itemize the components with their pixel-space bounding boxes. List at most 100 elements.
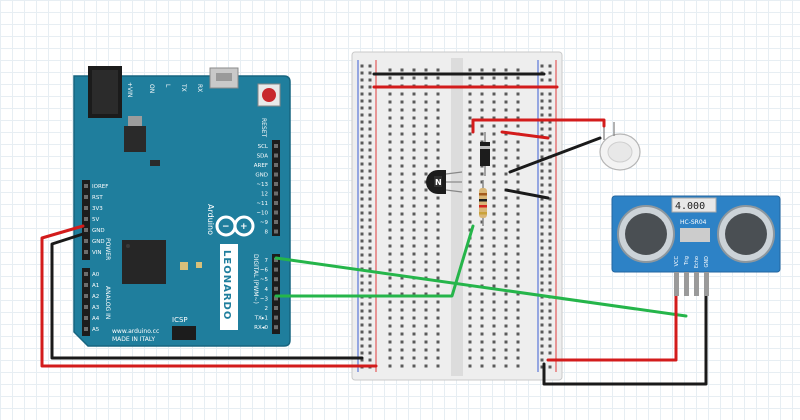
breadboard-hole <box>412 308 416 312</box>
breadboard-hole <box>516 172 520 176</box>
breadboard-hole <box>360 358 364 362</box>
reset-label: RESET <box>260 118 267 138</box>
breadboard-hole <box>400 364 404 368</box>
breadboard-hole <box>388 188 392 192</box>
breadboard-hole <box>516 204 520 208</box>
breadboard-hole <box>480 260 484 264</box>
breadboard-hole <box>504 148 508 152</box>
breadboard-hole <box>424 244 428 248</box>
breadboard-hole <box>548 344 552 348</box>
header-pin <box>274 172 278 177</box>
breadboard-hole <box>548 365 552 369</box>
breadboard-hole <box>548 351 552 355</box>
led-label: TX <box>180 83 187 92</box>
breadboard-hole <box>504 340 508 344</box>
top-pin-label: ~10 <box>256 211 268 217</box>
breadboard-hole <box>400 188 404 192</box>
breadboard-hole <box>436 292 440 296</box>
breadboard-hole <box>388 356 392 360</box>
breadboard-hole <box>548 309 552 313</box>
breadboard-hole <box>412 68 416 72</box>
breadboard-hole <box>412 220 416 224</box>
breadboard-hole <box>388 180 392 184</box>
breadboard-hole <box>540 141 544 145</box>
header-pin <box>274 229 278 234</box>
breadboard-hole <box>400 252 404 256</box>
breadboard-hole <box>504 164 508 168</box>
top-pin-label: SDA <box>257 154 269 160</box>
breadboard-hole <box>368 309 372 313</box>
breadboard-hole <box>424 124 428 128</box>
breadboard-hole <box>468 364 472 368</box>
breadboard-hole <box>548 281 552 285</box>
wire-motor-black <box>508 136 602 174</box>
breadboard-hole <box>548 162 552 166</box>
sensor-model-label: HC-SR04 <box>680 219 707 226</box>
site-label: www.arduino.cc <box>112 328 159 335</box>
breadboard-hole <box>492 292 496 296</box>
breadboard-hole <box>388 92 392 96</box>
breadboard-hole <box>540 92 544 96</box>
breadboard-hole <box>360 127 364 131</box>
breadboard-hole <box>436 164 440 168</box>
breadboard-hole <box>412 188 416 192</box>
breadboard-hole <box>504 252 508 256</box>
breadboard-hole <box>540 365 544 369</box>
analog-pin-label: A5 <box>92 327 100 333</box>
wires <box>40 72 708 386</box>
header-pin <box>84 217 88 221</box>
breadboard-hole <box>504 244 508 248</box>
dc-jack-icon <box>88 66 122 118</box>
breadboard-hole <box>548 120 552 124</box>
wire-green-pin7 <box>274 256 688 318</box>
breadboard-hole <box>516 92 520 96</box>
breadboard-hole <box>424 164 428 168</box>
breadboard-hole <box>436 196 440 200</box>
breadboard-hole <box>516 284 520 288</box>
breadboard-hole <box>388 132 392 136</box>
breadboard-hole <box>368 190 372 194</box>
header-pin <box>84 239 88 243</box>
breadboard-hole <box>548 113 552 117</box>
breadboard-hole <box>436 140 440 144</box>
breadboard-hole <box>480 244 484 248</box>
breadboard-hole <box>540 162 544 166</box>
breadboard-hole <box>480 268 484 272</box>
breadboard-hole <box>468 108 472 112</box>
breadboard-hole <box>540 64 544 68</box>
breadboard-hole <box>492 268 496 272</box>
breadboard-hole <box>516 332 520 336</box>
breadboard-hole <box>368 323 372 327</box>
breadboard-hole <box>468 252 472 256</box>
breadboard-hole <box>360 260 364 264</box>
breadboard-hole <box>504 300 508 304</box>
breadboard-hole <box>504 332 508 336</box>
breadboard-hole <box>436 228 440 232</box>
breadboard-hole <box>480 92 484 96</box>
breadboard-hole <box>388 116 392 120</box>
breadboard-hole <box>516 292 520 296</box>
top-pin-label: SCL <box>258 144 269 150</box>
top-pin-label: 12 <box>261 192 268 198</box>
breadboard-hole <box>504 140 508 144</box>
made-in-label: MADE IN ITALY <box>112 336 155 343</box>
breadboard-hole <box>436 364 440 368</box>
breadboard-hole <box>400 276 404 280</box>
breadboard-hole <box>468 164 472 168</box>
breadboard-hole <box>548 337 552 341</box>
wire-motor-red <box>471 118 606 134</box>
breadboard-hole <box>388 164 392 168</box>
breadboard-hole <box>360 106 364 110</box>
header-pin <box>84 272 88 276</box>
breadboard-hole <box>516 140 520 144</box>
breadboard-hole <box>388 364 392 368</box>
reset-button[interactable] <box>257 83 281 107</box>
breadboard-hole <box>400 292 404 296</box>
breadboard-hole <box>360 211 364 215</box>
breadboard-hole <box>548 106 552 110</box>
breadboard-hole <box>516 108 520 112</box>
